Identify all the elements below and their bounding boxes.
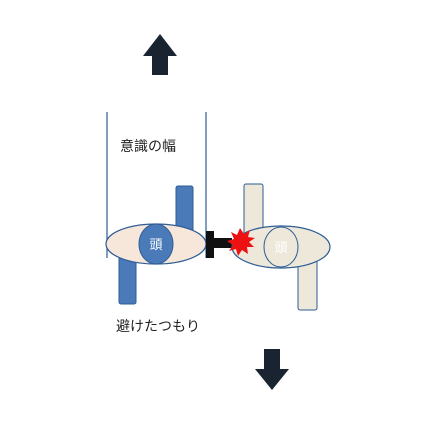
arrow-down-icon [255,349,289,390]
arrow-up-icon [143,34,177,75]
awareness-width-label: 意識の幅 [120,139,176,155]
left-person: 頭 [105,185,207,305]
connector-block [206,231,232,258]
left-person-face [138,223,174,265]
right-person: 頭 [231,183,331,311]
right-person-face [263,226,299,268]
left-head-label: 頭 [149,238,162,253]
dodged-thought-label: 避けたつもり [116,319,200,335]
impact-burst-icon [227,228,255,256]
right-head-label: 頭 [274,241,287,256]
